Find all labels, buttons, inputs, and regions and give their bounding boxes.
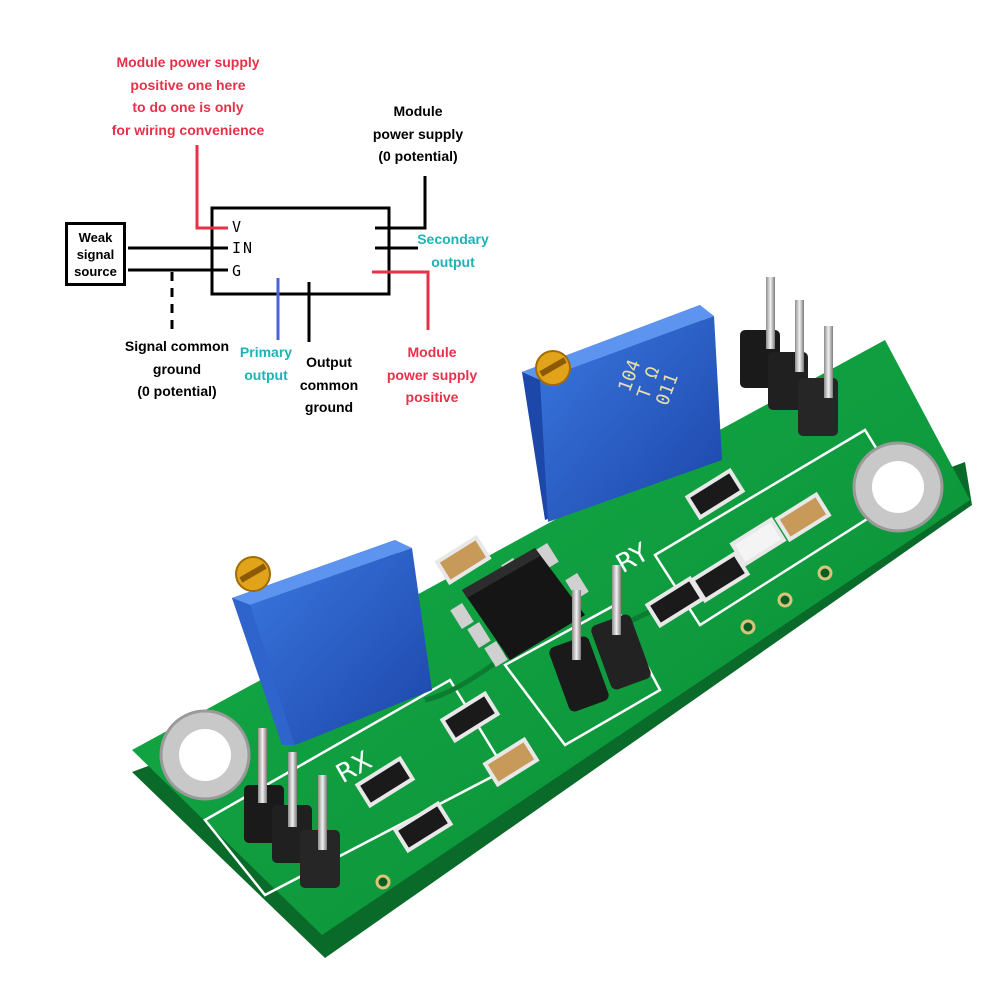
note-module-ground: Module power supply (0 potential) xyxy=(368,100,468,168)
weak-signal-source-box: Weak signal source xyxy=(65,222,126,286)
pin-label-in: IN xyxy=(232,239,255,257)
smd-led xyxy=(729,516,787,568)
note-line: to do one is only xyxy=(132,99,244,115)
pin-label-g: G xyxy=(232,262,242,280)
pin-header-right xyxy=(740,277,838,436)
note-line: power supply xyxy=(386,366,478,383)
mounting-hole-left xyxy=(159,709,251,801)
smd-resistor xyxy=(392,800,454,854)
note-line: (0 potential) xyxy=(378,148,458,164)
source-box-line: signal xyxy=(76,247,115,262)
smd-resistor xyxy=(354,755,416,809)
note-line: Module power supply xyxy=(116,54,260,70)
note-line: positive xyxy=(405,389,459,405)
smd-capacitor xyxy=(434,534,492,586)
note-line: output xyxy=(431,253,475,270)
note-line: ground xyxy=(304,399,354,415)
note-line: Secondary xyxy=(417,231,489,247)
note-secondary-output: Secondary output xyxy=(415,228,491,273)
vias xyxy=(375,565,833,890)
source-box-line: source xyxy=(74,264,117,279)
module-box xyxy=(210,206,391,296)
pcb-board xyxy=(132,340,970,935)
note-signal-ground: Signal common ground (0 potential) xyxy=(118,335,236,403)
smd-capacitor xyxy=(482,736,540,788)
wire-power-positive xyxy=(372,270,430,330)
smd-capacitor xyxy=(774,491,832,543)
note-line: Primary xyxy=(239,344,293,360)
note-line: for wiring convenience xyxy=(111,121,265,138)
note-line: Output xyxy=(306,354,352,370)
op-amp-chip xyxy=(450,542,589,668)
source-box-line: Weak xyxy=(78,230,113,245)
trimmer-potentiometer-right: 104 T Ω 011 xyxy=(522,305,722,522)
smd-resistor xyxy=(684,467,746,521)
smd-resistor xyxy=(689,550,751,604)
smd-resistor xyxy=(439,690,501,744)
note-primary-output: Primary output xyxy=(238,341,294,386)
trimmer-potentiometer-left xyxy=(232,540,432,745)
note-line: power supply xyxy=(372,125,464,142)
pin-header-left xyxy=(244,728,340,888)
note-v-pin: Module power supply positive one here to… xyxy=(108,51,268,141)
note-power-positive: Module power supply positive xyxy=(380,341,484,409)
note-line: Module xyxy=(407,344,457,360)
note-line: (0 potential) xyxy=(137,383,217,399)
note-line: Module xyxy=(393,103,443,119)
note-line: positive one here xyxy=(130,76,246,93)
wire-v-positive xyxy=(195,145,228,230)
note-line: ground xyxy=(152,360,202,377)
note-line: common xyxy=(299,376,359,393)
mounting-hole-right xyxy=(852,441,944,533)
note-line: output xyxy=(244,366,288,383)
pin-label-v: V xyxy=(232,218,242,236)
wire-module-ground xyxy=(375,176,427,230)
note-output-ground: Output common ground xyxy=(298,351,360,419)
jumper-header xyxy=(549,565,651,712)
note-line: Signal common xyxy=(124,338,230,354)
